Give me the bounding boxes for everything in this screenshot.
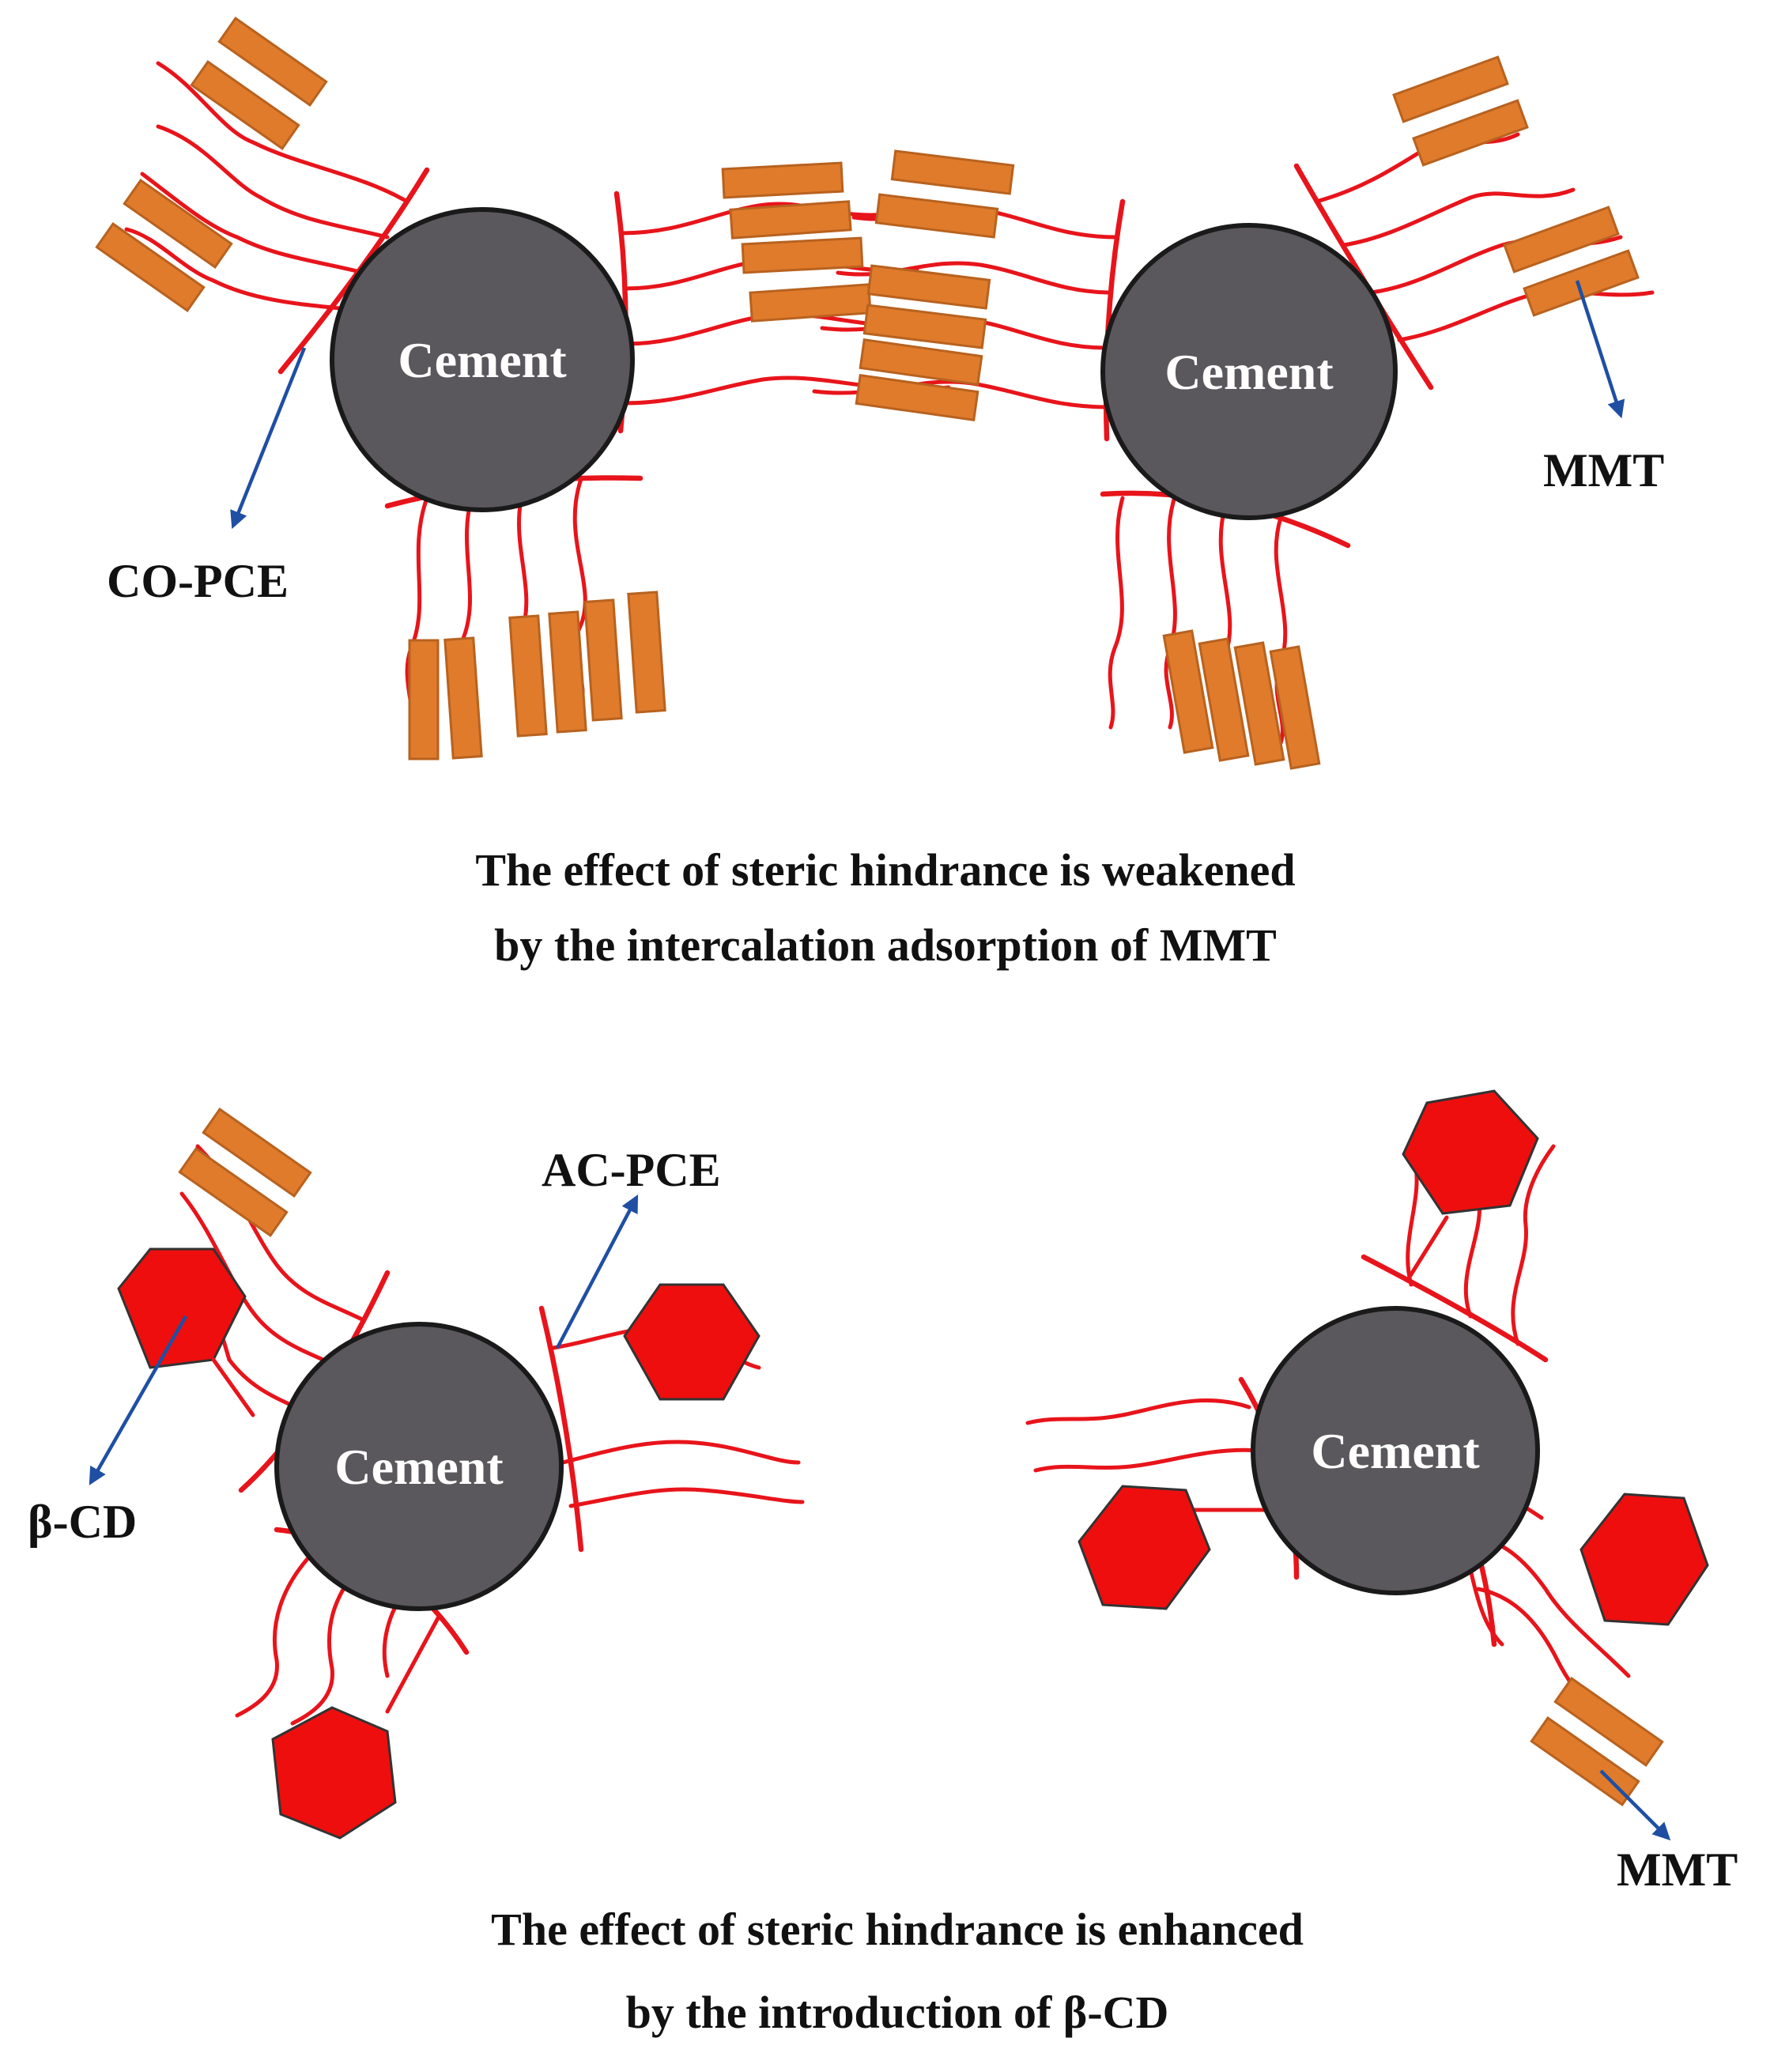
mmt-stack-top-right-bottom	[1162, 629, 1321, 770]
mmt-stack-top-left-a	[190, 17, 328, 150]
mmt-layer	[1392, 55, 1509, 123]
ac-pce-pointer-arrow	[556, 1195, 639, 1349]
bottom-panel: Cement Cement AC-PCE β-CD MMT The effect…	[28, 1089, 1738, 2038]
mmt-layer	[729, 200, 852, 240]
cement-particle-top-right: Cement	[1100, 223, 1398, 520]
cement-label: Cement	[1311, 1423, 1480, 1479]
mmt-layer	[890, 149, 1015, 195]
beta-cd-hexagon	[1078, 1485, 1211, 1610]
mmt-layer	[874, 193, 999, 239]
beta-cd-hexagon	[623, 1283, 761, 1401]
mmt-stack-bottom-right	[1530, 1677, 1664, 1806]
mmt-layer	[1523, 249, 1640, 317]
mmt-stack-top-right-a	[1392, 55, 1529, 167]
mmt-layer	[1233, 641, 1285, 766]
cement-label: Cement	[334, 1439, 504, 1495]
mmt-layer	[721, 161, 844, 199]
mmt-layer	[749, 283, 872, 323]
co-pce-pointer-arrow	[230, 347, 307, 530]
mmt-layer	[1269, 645, 1321, 770]
mmt-layer	[855, 374, 979, 421]
top-panel: Cement Cement CO-PCE MMT The effect of s…	[95, 17, 1664, 971]
cement-label: Cement	[398, 332, 567, 388]
mmt-stack-top-left-b	[95, 179, 233, 312]
mmt-layer	[508, 614, 548, 738]
mmt-layer	[741, 236, 864, 274]
mmt-layer	[408, 639, 440, 760]
beta-cd-hexagon	[1580, 1493, 1709, 1626]
cement-particle-bottom-left: Cement	[274, 1322, 564, 1611]
beta-cd-label: β-CD	[28, 1496, 137, 1548]
mmt-layer	[123, 179, 233, 269]
mmt-layer	[627, 591, 666, 714]
mmt-layer	[1162, 629, 1214, 754]
beta-cd-hexagon	[271, 1706, 397, 1840]
mmt-layer	[1553, 1677, 1664, 1767]
mmt-layer	[548, 610, 587, 734]
cement-label: Cement	[1164, 344, 1334, 400]
mmt-stack-top-left-bottom	[408, 591, 666, 760]
mmt-layer	[862, 304, 987, 349]
mmt-layer	[866, 264, 991, 310]
mmt-stack-top-right-b	[1503, 206, 1640, 317]
mmt-layer	[443, 636, 483, 760]
mmt-pointer-arrow-bottom	[1599, 1769, 1671, 1841]
bottom-caption-line1: The effect of steric hindrance is enhanc…	[491, 1904, 1304, 1955]
ac-pce-label: AC-PCE	[542, 1144, 721, 1196]
bottom-caption-line2: by the introduction of β-CD	[626, 1987, 1169, 2038]
mmt-layer	[190, 60, 300, 150]
co-pce-label: CO-PCE	[107, 555, 289, 607]
beta-cd-pointer-arrow	[89, 1315, 187, 1485]
top-caption-line1: The effect of steric hindrance is weaken…	[475, 844, 1295, 896]
mmt-layer	[1198, 637, 1250, 762]
mmt-stack-bottom-left	[178, 1108, 312, 1237]
mmt-layer	[583, 598, 623, 722]
mmt-layer	[217, 17, 328, 107]
top-caption-line2: by the intercalation adsorption of MMT	[494, 919, 1277, 971]
cement-particle-bottom-right: Cement	[1251, 1306, 1540, 1595]
cement-particle-top-left: Cement	[330, 207, 635, 512]
mmt-pointer-arrow-top	[1575, 280, 1625, 419]
mmt-layer	[95, 222, 206, 312]
mmt-layer	[1503, 206, 1620, 274]
beta-cd-hexagon	[1402, 1089, 1539, 1215]
mmt-label-bottom: MMT	[1617, 1844, 1738, 1896]
beta-cd-hexagon	[117, 1247, 247, 1369]
mmt-layer	[1412, 99, 1529, 167]
mmt-layer	[178, 1147, 289, 1237]
mmt-layer	[202, 1108, 312, 1198]
mmt-layer	[859, 338, 983, 386]
mmt-label-top: MMT	[1543, 444, 1664, 496]
mmt-stack-center	[721, 149, 1015, 421]
